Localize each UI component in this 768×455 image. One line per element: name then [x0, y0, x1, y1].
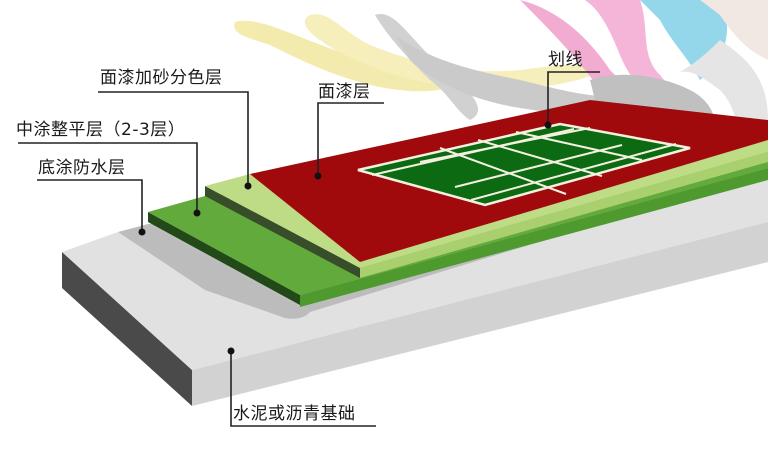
label-topcoat: 面漆层 — [318, 82, 371, 102]
sand-layer-side — [360, 152, 768, 278]
label-line-marking: 划线 — [548, 50, 583, 70]
base-front-face — [62, 252, 192, 406]
midcoat-layer-edge — [148, 212, 300, 305]
court-field — [357, 122, 691, 207]
sand-layer-edge — [205, 186, 360, 278]
leader-dots — [138, 121, 552, 355]
label-topcoat-sand-color: 面漆加砂分色层 — [100, 68, 223, 88]
label-midcoat-leveling: 中涂整平层（2-3层） — [16, 120, 186, 140]
base-side-face — [192, 222, 768, 406]
midcoat-layer-side — [300, 168, 768, 307]
label-base: 水泥或沥青基础 — [233, 404, 356, 424]
label-primer-waterproof: 底涂防水层 — [38, 158, 126, 178]
paint-splash-decoration — [234, 0, 768, 252]
leader-lines — [18, 71, 600, 427]
primer-layer — [118, 224, 310, 319]
